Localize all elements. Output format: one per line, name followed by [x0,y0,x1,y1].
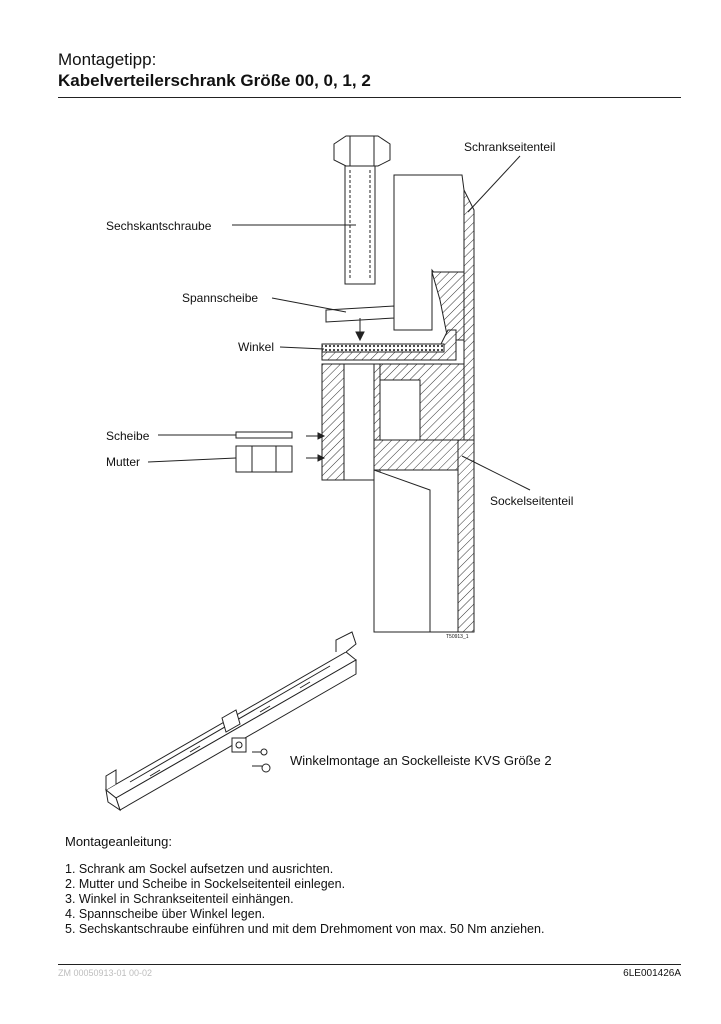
bracket-gasket [321,343,445,353]
document-pretitle: Montagetipp: [58,50,157,69]
leader-plinth-side [461,455,531,491]
instruction-step: 1. Schrank am Sockel aufsetzen und ausri… [65,862,334,876]
plinth-flange [373,439,459,471]
tension-washer-drawing [325,305,395,323]
footer-rule [58,964,681,965]
instruction-step: 3. Winkel in Schrankseitenteil einhängen… [65,892,294,906]
label-nut: Mutter [106,455,141,469]
drawing-number: T50913_1 [446,634,469,640]
plinth-lower-body [373,469,431,633]
instructions-heading: Montageanleitung: [65,834,172,849]
instruction-step: 5. Sechskantschraube einführen und mit d… [65,922,545,936]
label-hex-bolt: Sechskantschraube [106,219,212,233]
instruction-step: 4. Spannscheibe über Winkel legen. [65,907,266,921]
label-bracket: Winkel [238,340,275,354]
washer-drawing [235,431,293,439]
plinth-side-wall [457,439,475,633]
label-washer: Scheibe [106,429,150,443]
cabinet-side-wall [463,189,475,441]
leader-nut [147,457,237,463]
hex-bolt-drawing [333,135,391,285]
header-rule [58,97,681,98]
leader-bracket [279,346,325,350]
section-drawing [235,135,475,633]
figure-caption: Winkelmontage an Sockelleiste KVS Größe … [290,753,552,768]
plinth-rail-drawing [105,631,357,812]
arrow-head [355,331,365,342]
label-cabinet-side: Schrankseitenteil [464,140,556,154]
nut-drawing [235,445,293,473]
leader-lines [147,155,531,491]
bolt-slot [343,363,375,481]
plinth-block-right [379,363,465,441]
label-tension-washer: Spannscheibe [182,291,259,305]
instruction-step: 2. Mutter und Scheibe in Sockelseitentei… [65,877,346,891]
leader-cabinet-side [467,155,521,213]
label-plinth-side: Sockelseitenteil [490,494,574,508]
footer-document-id: ZM 00050913-01 00-02 [58,968,153,978]
leader-tension-washer [271,297,347,313]
document-title: Kabelverteilerschrank Größe 00, 0, 1, 2 [58,71,371,90]
footer-part-number: 6LE001426A [623,968,681,979]
instruction-list: 1. Schrank am Sockel aufsetzen und ausri… [65,862,544,937]
